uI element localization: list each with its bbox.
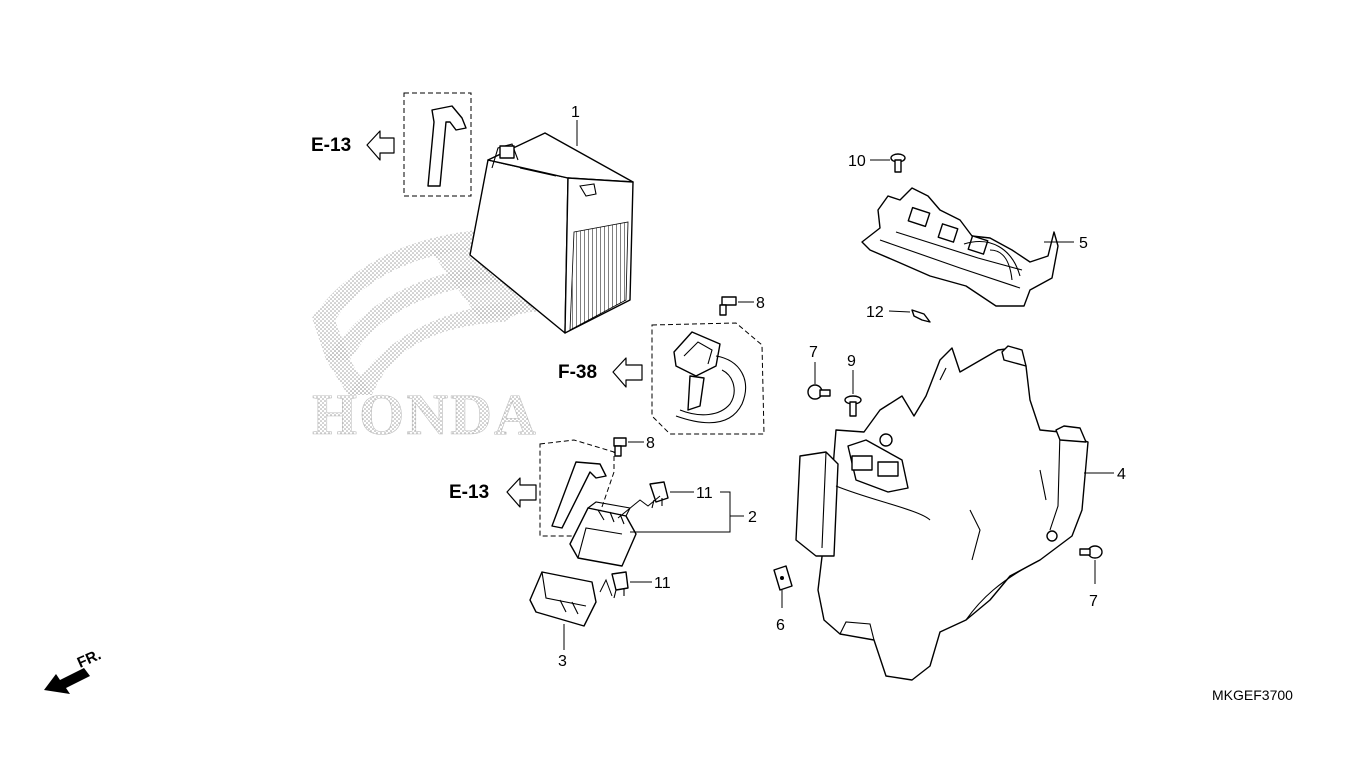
callout-8-bottom[interactable]: 8 [646, 435, 655, 452]
fuse-box-2-part[interactable] [569, 501, 637, 567]
bolt-7-right-part[interactable] [1079, 545, 1103, 559]
front-arrow-icon [44, 668, 90, 694]
callout-11-bottom[interactable]: 11 [654, 575, 671, 592]
harness-f38-part [673, 331, 747, 424]
callout-2[interactable]: 2 [748, 509, 757, 526]
callout-8-top[interactable]: 8 [756, 295, 765, 312]
front-indicator: FR. [75, 646, 104, 671]
e13-bottom-detail-box [539, 439, 615, 537]
clip-12-part[interactable] [911, 309, 931, 323]
honda-watermark-text: HONDA [312, 382, 538, 447]
screw-10-part[interactable] [890, 153, 906, 173]
ref-e13-bottom[interactable]: E-13 [449, 482, 489, 503]
callout-9[interactable]: 9 [847, 353, 856, 370]
ref-e13-top[interactable]: E-13 [311, 135, 351, 156]
cable-bottom-part [551, 461, 607, 529]
bracket-tray-part[interactable] [861, 187, 1059, 307]
diagram-code: MKGEF3700 [1212, 687, 1293, 703]
bracket-2 [630, 491, 744, 533]
callout-11-top[interactable]: 11 [696, 485, 713, 502]
callout-3[interactable]: 3 [558, 653, 567, 670]
e13-bottom-arrow-icon[interactable] [506, 477, 537, 508]
bolt-8-top-part[interactable] [719, 296, 737, 316]
fuse-cover-3-part[interactable] [529, 571, 597, 627]
f38-arrow-icon[interactable] [612, 357, 643, 388]
callout-7-left[interactable]: 7 [809, 344, 818, 361]
e13-top-arrow-icon[interactable] [366, 130, 395, 161]
screw-9-part[interactable] [844, 395, 862, 417]
callout-10[interactable]: 10 [848, 153, 866, 170]
cable-top-part [427, 105, 467, 187]
ref-f38[interactable]: F-38 [558, 362, 597, 383]
callout-7-right[interactable]: 7 [1089, 593, 1098, 610]
callout-12[interactable]: 12 [866, 304, 884, 321]
callout-4[interactable]: 4 [1117, 466, 1126, 483]
bolt-7-left-part[interactable] [807, 384, 831, 400]
battery-part[interactable] [469, 132, 634, 334]
battery-case-4-part[interactable] [795, 345, 1089, 681]
bolt-8-bottom-part[interactable] [613, 437, 627, 457]
clip-6-part[interactable] [773, 565, 793, 591]
f38-detail-box [651, 322, 765, 435]
e13-top-detail-box [403, 92, 472, 197]
fuse-zigzag-bottom [599, 578, 613, 597]
callout-6[interactable]: 6 [776, 617, 785, 634]
callout-5[interactable]: 5 [1079, 235, 1088, 252]
fuse-11-top-part[interactable] [649, 481, 669, 509]
fuse-zigzag-top [617, 495, 661, 519]
leader-12 [888, 310, 911, 313]
callout-1[interactable]: 1 [571, 104, 580, 121]
fuse-11-bottom-part[interactable] [611, 571, 629, 599]
